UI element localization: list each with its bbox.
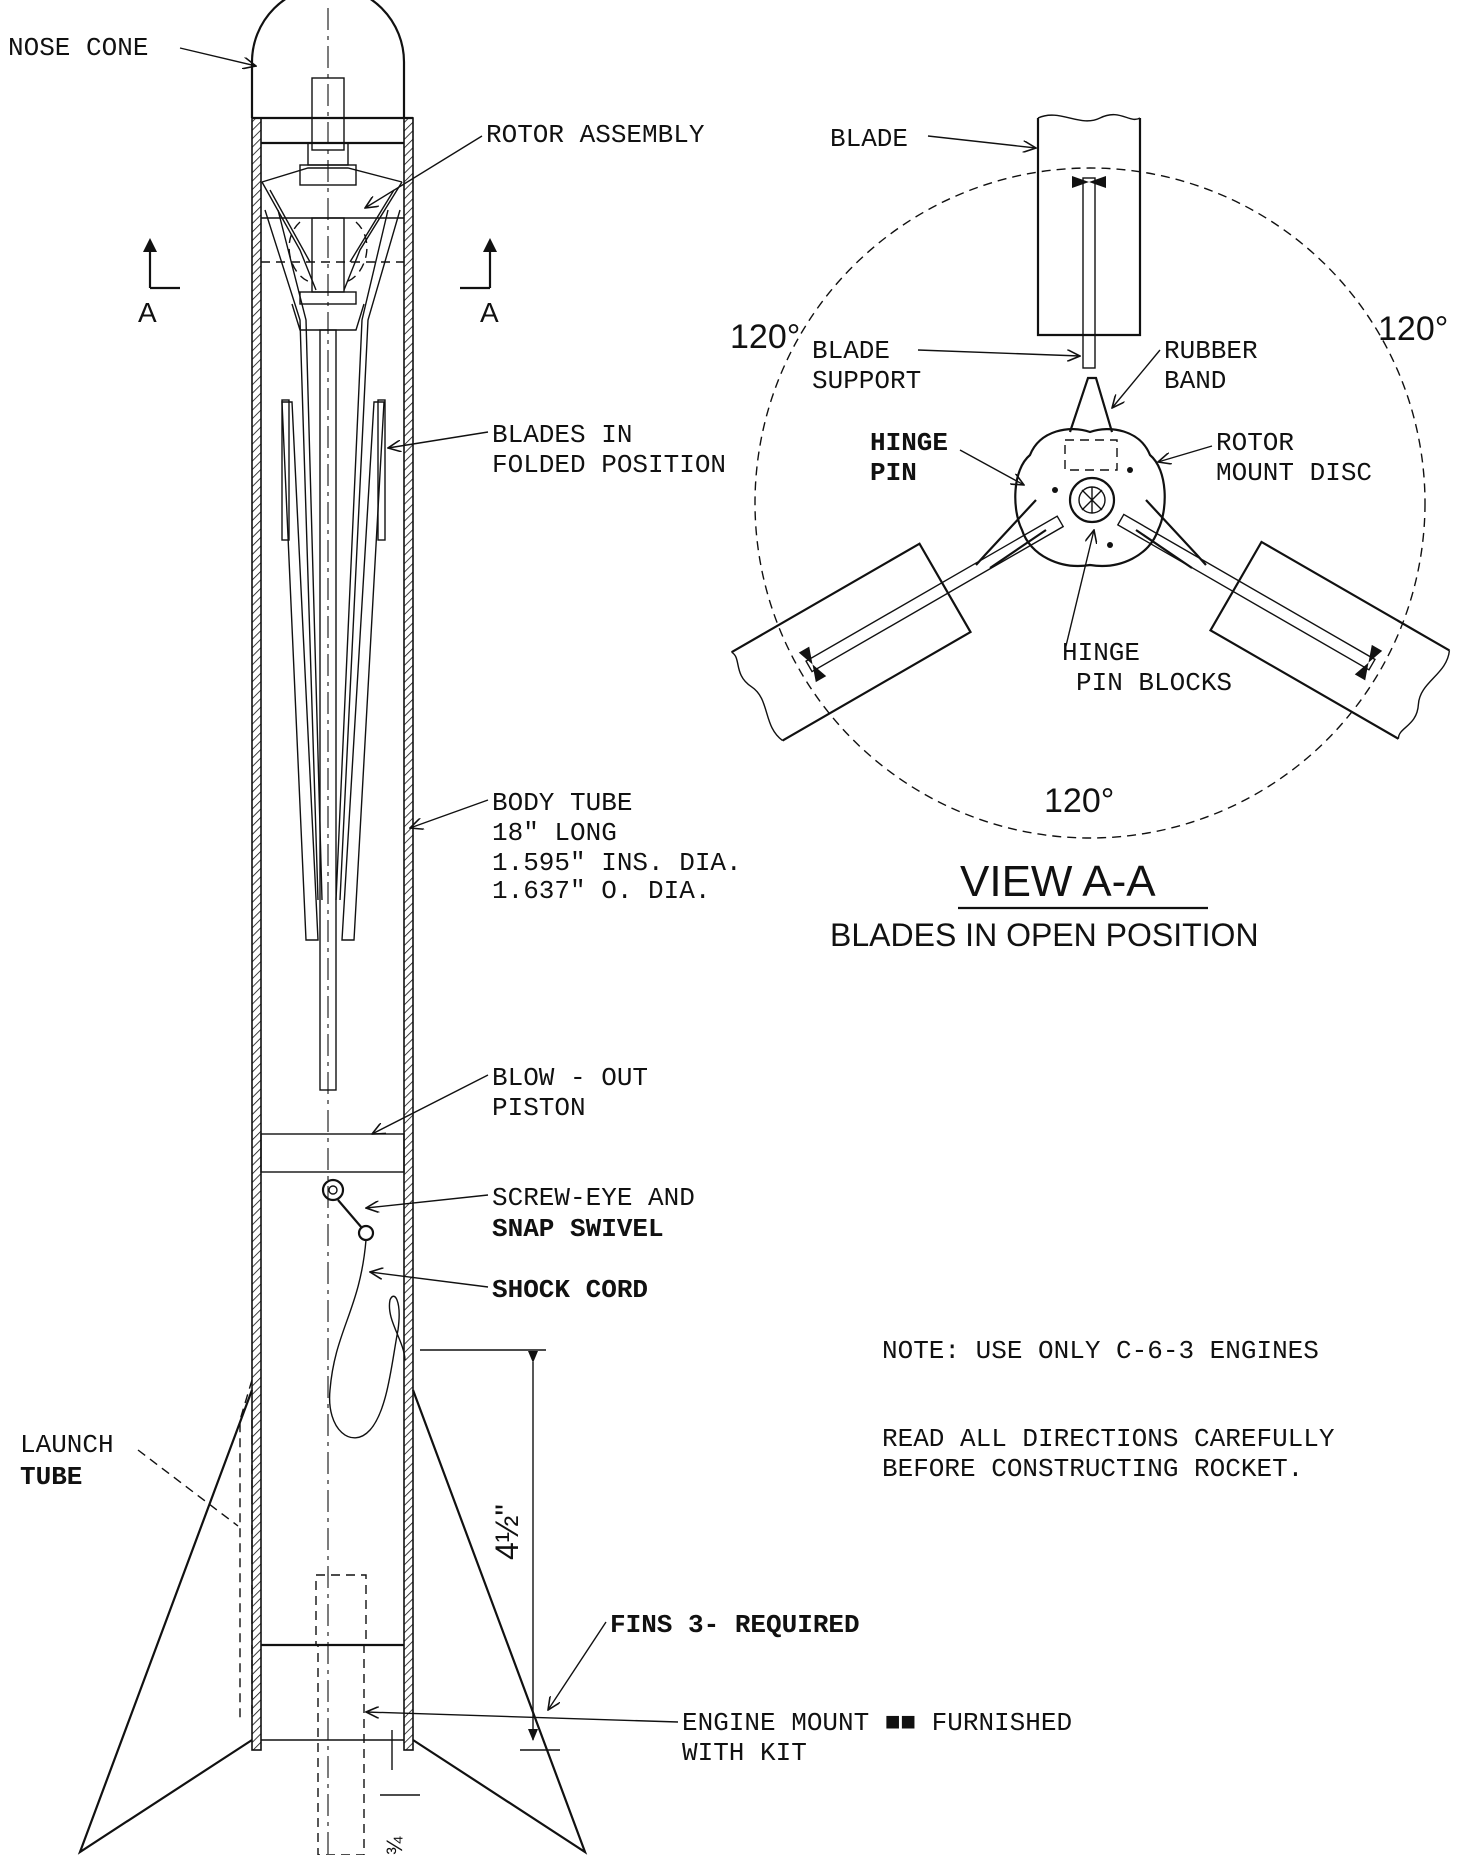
hinge-pin-blocks-label-2: PIN BLOCKS bbox=[1076, 668, 1232, 698]
screw-eye-label-2: SNAP SWIVEL bbox=[492, 1214, 664, 1244]
screw-eye-shape bbox=[321, 1178, 375, 1242]
notes: NOTE: USE ONLY C-6-3 ENGINES READ ALL DI… bbox=[882, 1336, 1335, 1484]
directions-note-1: READ ALL DIRECTIONS CAREFULLY bbox=[882, 1424, 1335, 1454]
nose-cone-shape bbox=[250, 0, 406, 118]
rubber-band-label-2: BAND bbox=[1164, 366, 1226, 396]
rotor-assembly-shape bbox=[261, 142, 404, 331]
launch-tube-label-2: TUBE bbox=[20, 1462, 82, 1492]
body-tube-label-1: BODY TUBE bbox=[492, 788, 632, 818]
engine-mount-shape bbox=[261, 1574, 404, 1855]
piston-label-1: BLOW - OUT bbox=[492, 1063, 648, 1093]
shock-cord-label: SHOCK CORD bbox=[492, 1275, 648, 1305]
rotor-hub bbox=[975, 376, 1207, 569]
angle-label-right: 120° bbox=[1378, 310, 1448, 348]
rotor-assembly-label: ROTOR ASSEMBLY bbox=[486, 120, 705, 150]
section-marker-left: A bbox=[138, 238, 180, 328]
hinge-pin-label-1: HINGE bbox=[870, 428, 948, 458]
launch-tube-shape bbox=[239, 1379, 253, 1720]
dimension-bottom-label: ¾ bbox=[382, 1836, 407, 1855]
body-tube-left-wall bbox=[251, 117, 262, 1751]
body-tube-label-4: 1.637" O. DIA. bbox=[492, 876, 710, 906]
view-title: VIEW A-A bbox=[960, 857, 1156, 906]
screw-eye-label-1: SCREW-EYE AND bbox=[492, 1183, 695, 1213]
side-view-labels: NOSE CONE ROTOR ASSEMBLY BLADES IN FOLDE… bbox=[8, 33, 1072, 1768]
section-label-left: A bbox=[138, 297, 157, 328]
nose-cone-label: NOSE CONE bbox=[8, 33, 148, 63]
dimension-label: 4½" bbox=[489, 1504, 525, 1560]
body-tube-right-wall bbox=[403, 117, 414, 1751]
blade-support-label-2: SUPPORT bbox=[812, 366, 921, 396]
body-tube-label-3: 1.595" INS. DIA. bbox=[492, 848, 742, 878]
blade-label: BLADE bbox=[830, 124, 908, 154]
blades-folded-label-2: FOLDED POSITION bbox=[492, 450, 726, 480]
right-blade bbox=[1116, 513, 1451, 740]
right-fin bbox=[411, 1389, 588, 1855]
rocket-side-view: A A 4½" ¾ bbox=[77, 0, 588, 1855]
hinge-pin-blocks-label-1: HINGE bbox=[1062, 638, 1140, 668]
blades-folded-label-1: BLADES IN bbox=[492, 420, 632, 450]
dimension-bottom: ¾ bbox=[380, 1794, 420, 1855]
side-view-leaders bbox=[137, 47, 679, 1770]
shock-cord-shape bbox=[328, 1239, 406, 1439]
angle-label-bottom: 120° bbox=[1044, 782, 1114, 820]
dimension-4-5: 4½" bbox=[420, 1349, 560, 1751]
fins-label: FINS 3- REQUIRED bbox=[610, 1610, 860, 1640]
directions-note-2: BEFORE CONSTRUCTING ROCKET. bbox=[882, 1454, 1303, 1484]
view-a-a: 120° 120° 120° BLADE BLADE SUPPORT RUBBE… bbox=[730, 113, 1451, 953]
rotor-mount-disc-label-2: MOUNT DISC bbox=[1216, 458, 1372, 488]
blow-out-piston-shape bbox=[260, 1133, 405, 1173]
piston-label-2: PISTON bbox=[492, 1093, 586, 1123]
section-marker-right: A bbox=[460, 238, 499, 328]
nose-cone-shoulder bbox=[311, 77, 345, 151]
engine-mount-label-2: WITH KIT bbox=[682, 1738, 807, 1768]
body-tube-label-2: 18" LONG bbox=[492, 818, 617, 848]
left-blade bbox=[731, 515, 1065, 742]
left-fin bbox=[77, 1389, 254, 1855]
rotor-mount-disc-label-1: ROTOR bbox=[1216, 428, 1294, 458]
hinge-pin-label-2: PIN bbox=[870, 458, 917, 488]
folded-blades bbox=[264, 209, 401, 1091]
angle-label-left: 120° bbox=[730, 318, 800, 356]
rotor-mount-disc-shape bbox=[1014, 428, 1166, 568]
view-subtitle: BLADES IN OPEN POSITION bbox=[830, 917, 1259, 953]
engine-note: NOTE: USE ONLY C-6-3 ENGINES bbox=[882, 1336, 1319, 1366]
section-label-right: A bbox=[480, 297, 499, 328]
rotation-circle bbox=[754, 167, 1426, 839]
blade-support-label-1: BLADE bbox=[812, 336, 890, 366]
rubber-band-label-1: RUBBER bbox=[1164, 336, 1258, 366]
top-blade bbox=[1036, 113, 1142, 369]
engine-mount-label-1: ENGINE MOUNT ■■ FURNISHED bbox=[682, 1708, 1072, 1738]
launch-tube-label-1: LAUNCH bbox=[20, 1430, 114, 1460]
